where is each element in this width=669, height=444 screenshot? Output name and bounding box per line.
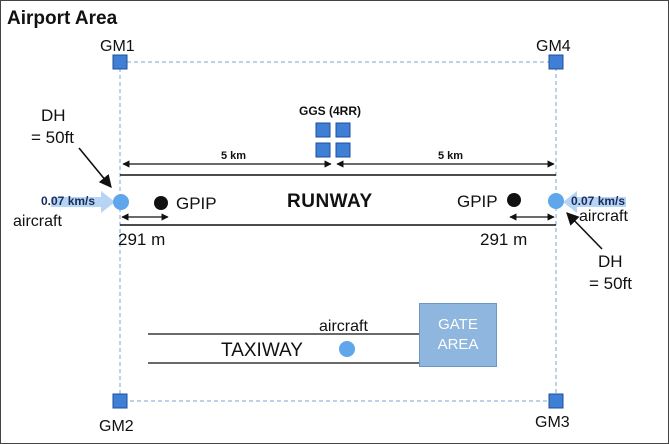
speed-left-label: 0.07 km/s: [41, 194, 96, 208]
ggs-square-4: [335, 142, 351, 158]
gpip-dot-left: [154, 196, 168, 210]
gm3-label: GM3: [535, 414, 570, 431]
approach-arrow-right: [563, 191, 626, 213]
aircraft-dot-taxiway: [339, 341, 355, 357]
aircraft-dot-left: [113, 194, 129, 210]
dh-left-line2: = 50ft: [31, 128, 75, 147]
aircraft-left-label: aircraft: [13, 213, 62, 230]
aircraft-right-label: aircraft: [579, 208, 628, 225]
dh-arrow-left: [78, 147, 112, 188]
ggs-square-2: [335, 122, 351, 138]
gpip-left-label: GPIP: [176, 194, 217, 213]
ggs-square-3: [315, 142, 331, 158]
ggs-label: GGS (4RR): [299, 104, 362, 118]
gate-area-box: GATE AREA: [419, 303, 497, 367]
gm4-label: GM4: [536, 38, 571, 55]
gm2-label: GM2: [99, 418, 134, 435]
gpip-right-label: GPIP: [457, 192, 498, 211]
speed-right-label: 0.07 km/s: [571, 194, 626, 208]
dh-right-line1: DH: [598, 252, 623, 271]
diagram-title: Airport Area: [7, 8, 118, 29]
gate-area-line2: AREA: [437, 336, 479, 353]
gm1-label: GM1: [100, 38, 135, 55]
runway-label: RUNWAY: [287, 191, 373, 212]
offset-left-label: 291 m: [118, 230, 166, 249]
gm3-marker: [548, 393, 564, 409]
dh-left-line1: DH: [41, 106, 66, 125]
taxiway-label: TAXIWAY: [221, 340, 303, 361]
ggs-square-1: [315, 122, 331, 138]
distance-right-label: 5 km: [438, 150, 464, 162]
gpip-dot-right: [507, 193, 521, 207]
gm4-marker: [548, 54, 564, 70]
dh-arrow-right: [566, 212, 603, 250]
aircraft-dot-right: [548, 193, 564, 209]
aircraft-taxiway-label: aircraft: [319, 318, 368, 335]
approach-arrow-left: [51, 191, 115, 213]
gate-area-line1: GATE: [438, 315, 478, 333]
dh-right-line2: = 50ft: [589, 274, 633, 293]
airport-boundary: [119, 61, 557, 402]
gm2-marker: [112, 393, 128, 409]
gm1-marker: [112, 54, 128, 70]
distance-left-label: 5 km: [221, 150, 247, 162]
offset-right-label: 291 m: [480, 230, 528, 249]
